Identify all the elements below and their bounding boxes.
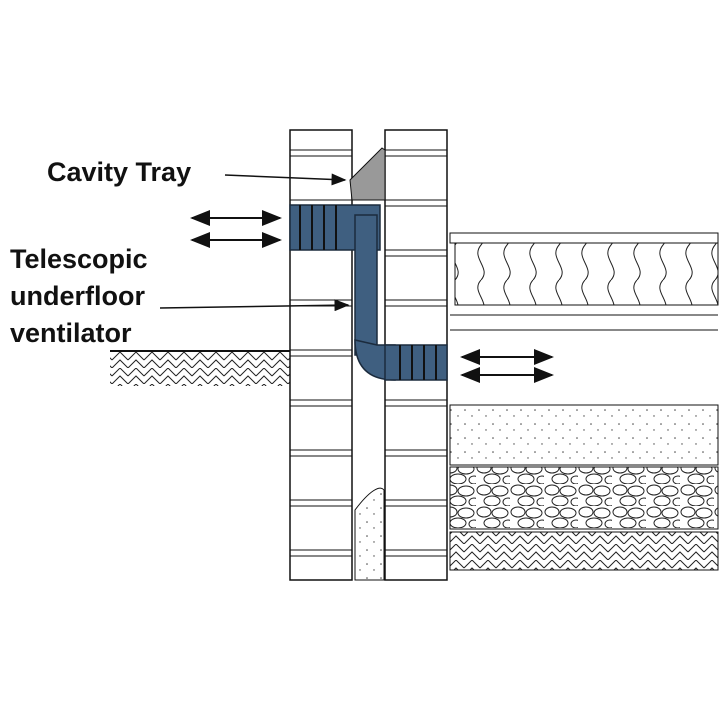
ventilator-label-line2: underfloor [10,281,145,311]
floor-construction [449,232,719,571]
ventilator-leader [159,299,350,312]
external-ground [110,350,290,386]
cavity-tray-leader [224,173,347,186]
airflow-arrows-inner [460,349,554,383]
airflow-arrows-outer [190,210,282,248]
ventilator-label-line1: Telescopic [10,244,148,274]
ventilator-label-line3: ventilator [10,318,132,348]
cavity-tray [349,147,386,201]
ventilator-ribs [299,205,437,380]
cavity-tray-label: Cavity Tray [47,157,192,187]
